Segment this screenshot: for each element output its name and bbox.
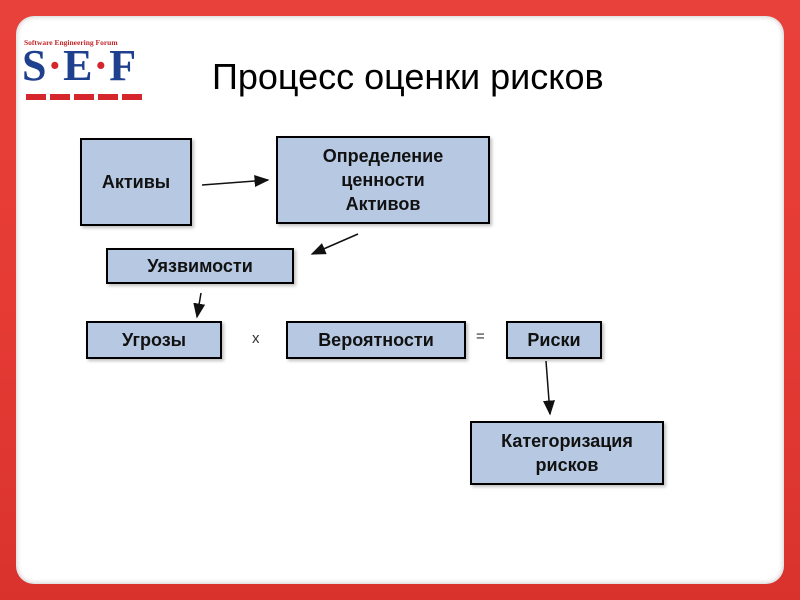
- node-asset-value-line2: ценности: [341, 170, 425, 190]
- node-asset-value-line3: Активов: [345, 194, 421, 214]
- node-risks: Риски: [506, 321, 602, 359]
- slide: Software Engineering Forum S·E·F Процесс…: [16, 16, 784, 584]
- multiply-sign: x: [252, 330, 260, 347]
- sef-logo: Software Engineering Forum S·E·F: [22, 38, 154, 118]
- node-vulnerabilities: Уязвимости: [106, 248, 294, 284]
- node-vulnerabilities-label: Уязвимости: [147, 256, 253, 276]
- arrow-vulnerabilities-to-threats: [193, 292, 206, 319]
- node-probabilities: Вероятности: [286, 321, 466, 359]
- node-threats-label: Угрозы: [121, 330, 187, 350]
- connector-layer: [193, 175, 555, 416]
- node-asset-value-line1: Определение: [322, 146, 444, 166]
- logo-letters: S·E·F: [22, 41, 138, 90]
- node-risks-label: Риски: [527, 330, 581, 350]
- node-threats: Угрозы: [86, 321, 222, 359]
- node-risk-categorization-line1: Категоризация: [501, 431, 633, 451]
- page-title: Процесс оценки рисков: [212, 56, 604, 97]
- arrow-value-to-vulnerabilities: [310, 233, 359, 255]
- arrow-risks-to-categorization: [543, 360, 555, 416]
- node-assets-label: Активы: [101, 172, 171, 192]
- node-probabilities-label: Вероятности: [318, 330, 434, 350]
- node-risk-categorization-line2: рисков: [535, 455, 599, 475]
- node-assets: Активы: [80, 138, 192, 226]
- node-asset-value: Определение ценности Активов: [276, 136, 490, 224]
- logo-bars: [26, 94, 142, 100]
- node-risk-categorization: Категоризация рисков: [470, 421, 664, 485]
- logo-caption: Software Engineering Forum: [24, 38, 118, 47]
- arrow-assets-to-value: [201, 175, 270, 188]
- equals-sign: =: [476, 328, 485, 345]
